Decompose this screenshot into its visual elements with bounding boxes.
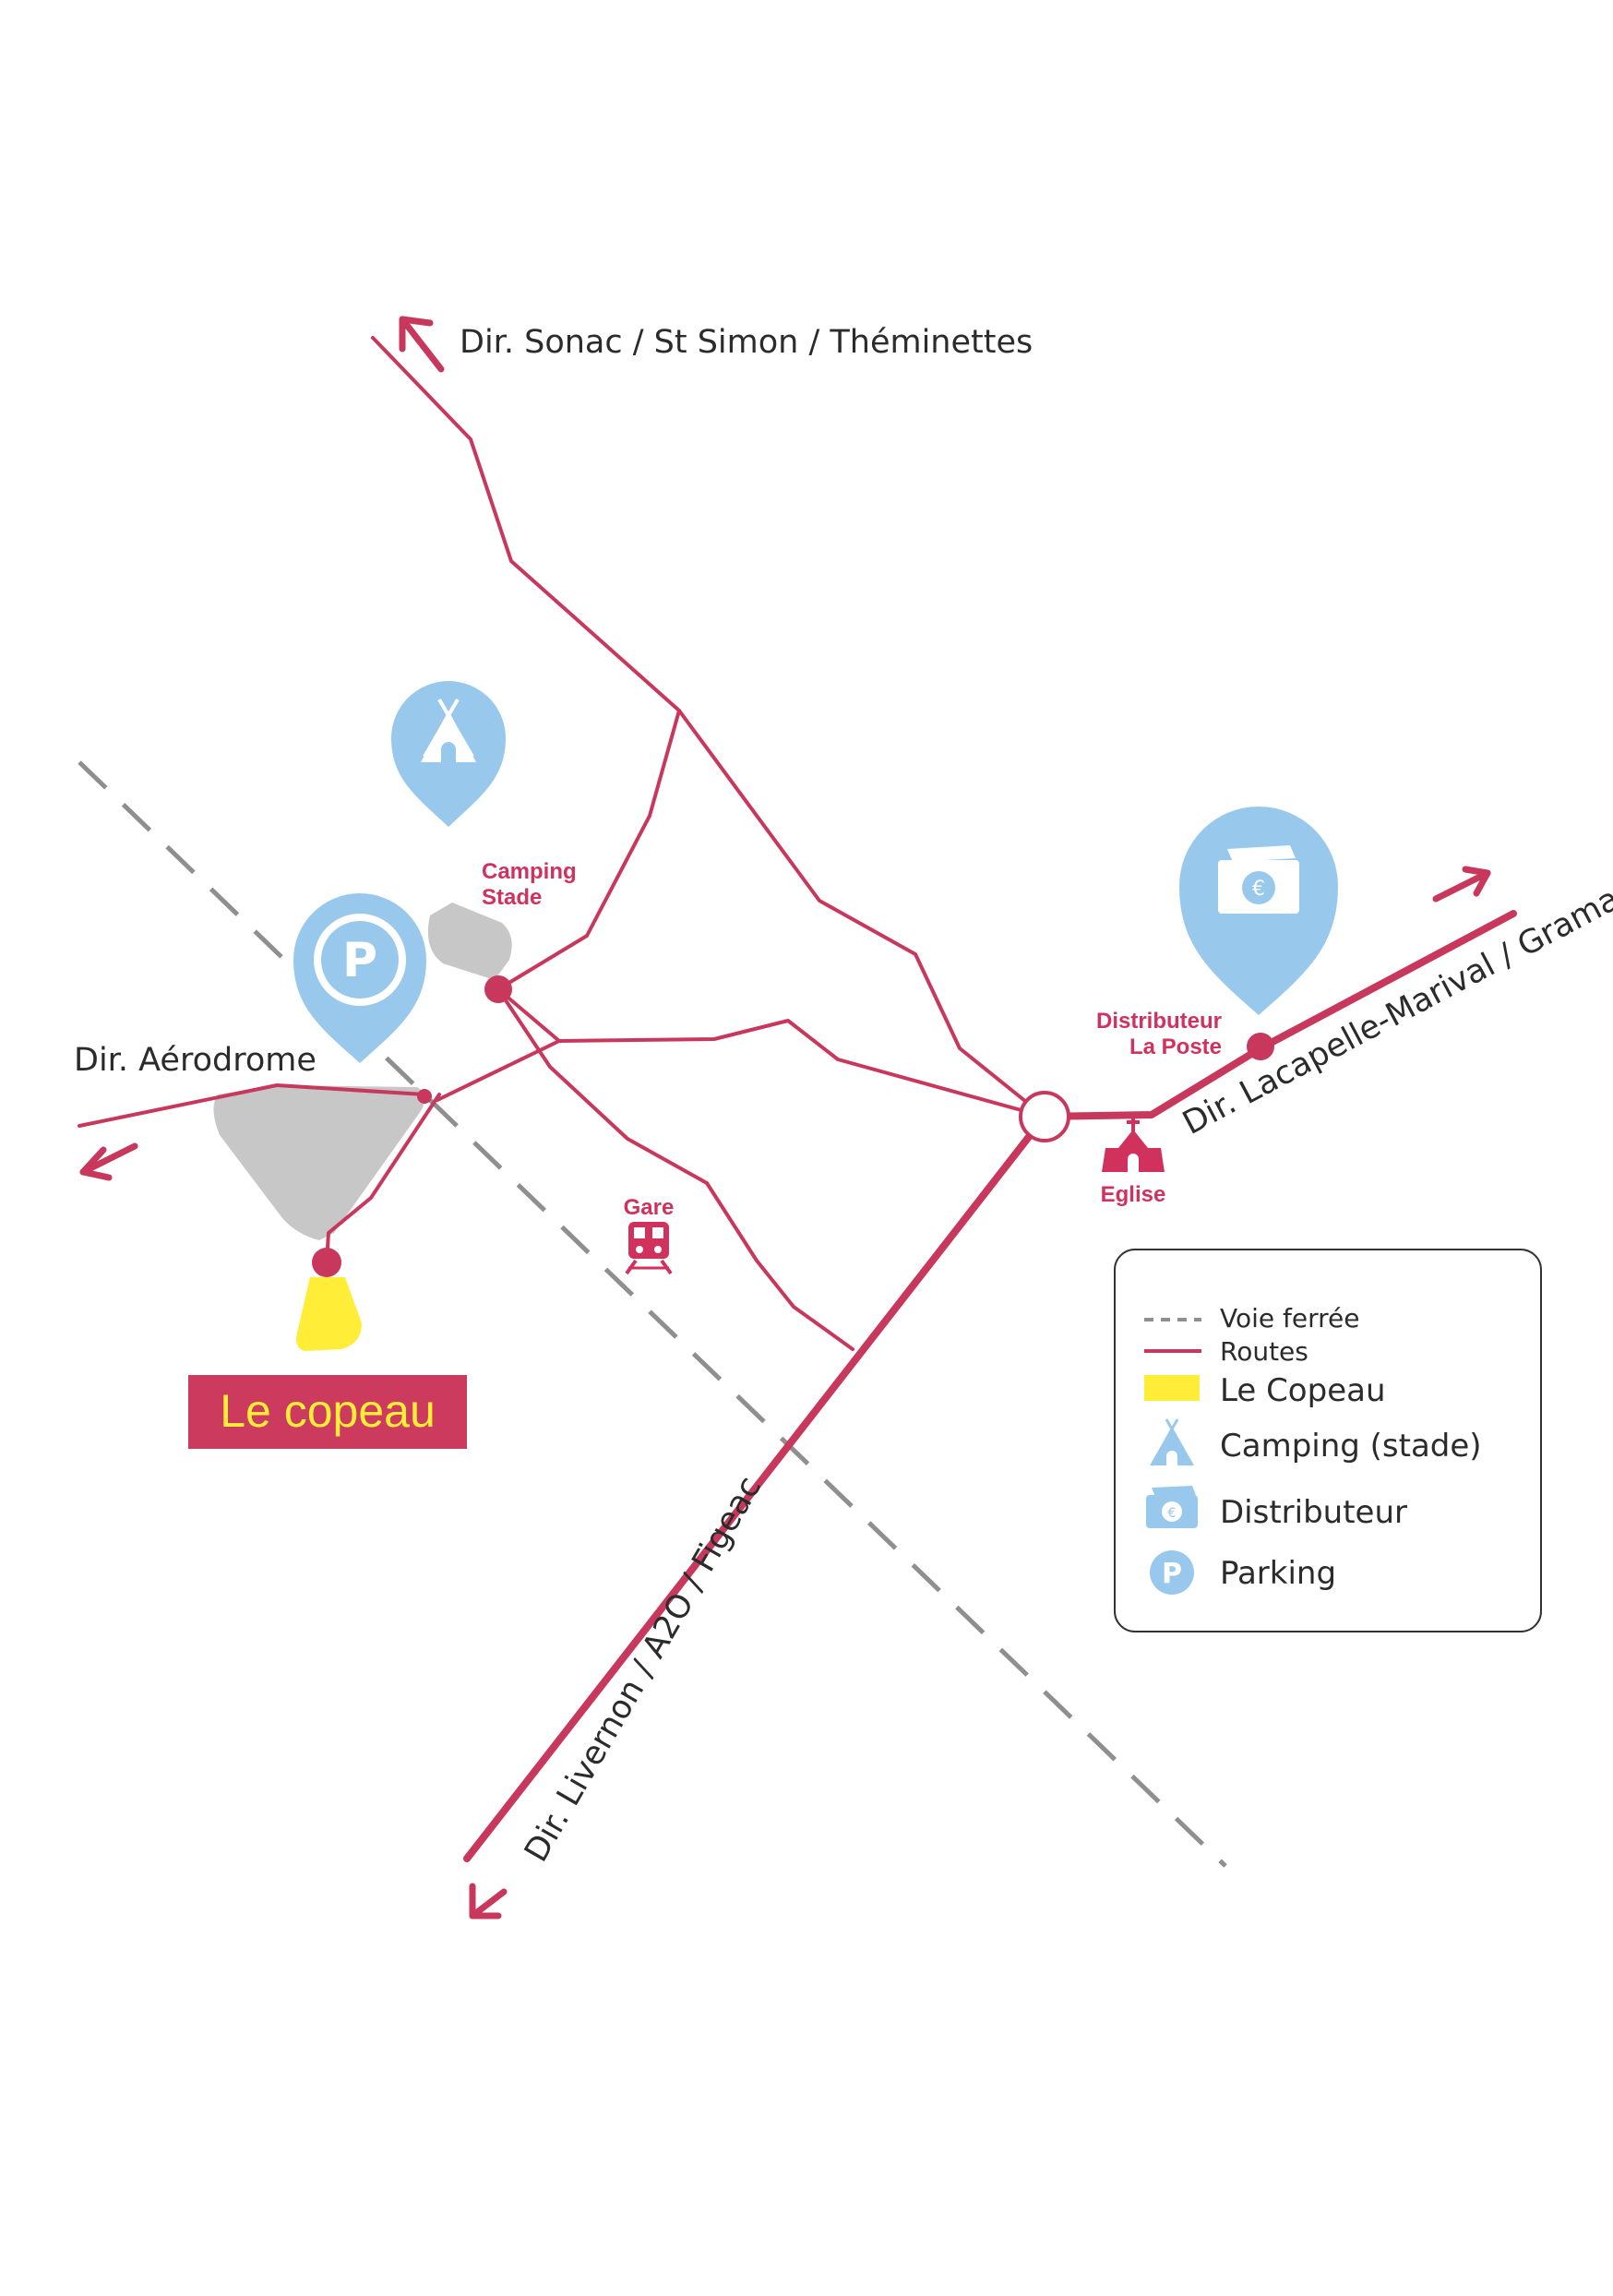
camping-area [427, 903, 512, 980]
svg-text:P: P [1162, 1558, 1182, 1590]
parking-pin: P [293, 893, 426, 1063]
venue-brand-box [188, 1375, 467, 1449]
arrow-north-icon [399, 316, 445, 373]
church-icon [1102, 1117, 1165, 1172]
venue-brand-text: Le copeau [220, 1385, 436, 1437]
road-north [371, 336, 1046, 1118]
road-venue-link [325, 1093, 441, 1264]
legend-label-copeau: Le Copeau [1220, 1372, 1386, 1409]
legend-label-routes: Routes [1220, 1336, 1308, 1367]
roundabout [1019, 1091, 1070, 1142]
node-distributeur [1247, 1033, 1274, 1060]
label-eglise: Eglise [1101, 1182, 1166, 1207]
railway-line [78, 760, 1227, 1868]
legend-tent-icon [1150, 1418, 1194, 1466]
legend: Voie ferrée Routes Le Copeau Camping (st… [1114, 1249, 1542, 1632]
road-south [463, 1113, 1048, 1862]
parking-icon: P [314, 914, 406, 1006]
banknote-icon: € [1218, 845, 1299, 914]
road-aerodrome [78, 1083, 426, 1128]
road-station-diagonal [496, 987, 854, 1351]
node-venue [312, 1248, 341, 1277]
parking-area [213, 1085, 425, 1240]
label-dir-north: Dir. Sonac / St Simon / Théminettes [460, 324, 1033, 361]
camping-pin [391, 681, 506, 827]
node-camping-junction [484, 975, 512, 1003]
label-stade: Stade [482, 885, 542, 910]
distributeur-pin: € [1179, 807, 1338, 1015]
label-gare: Gare [624, 1195, 675, 1220]
direction-arrows [79, 316, 1491, 1919]
svg-text:P: P [342, 933, 377, 988]
road-network [78, 336, 1517, 1862]
arrow-south-icon [469, 1883, 508, 1919]
road-west-link [436, 1039, 561, 1102]
legend-label-railway: Voie ferrée [1220, 1303, 1359, 1333]
label-dir-west: Dir. Aérodrome [74, 1042, 317, 1079]
venue-marker [296, 1277, 362, 1351]
label-distributeur: Distributeur [1096, 1009, 1222, 1034]
node-aerodrome-junction [417, 1089, 432, 1104]
label-la-poste: La Poste [1129, 1034, 1222, 1059]
train-icon [625, 1222, 673, 1275]
arrow-west-icon [79, 1142, 138, 1181]
legend-label-parking: Parking [1220, 1555, 1336, 1592]
label-dir-south: Dir. Livernon / A2O / Figeac [518, 1470, 769, 1868]
tent-icon [421, 698, 476, 762]
legend-label-camping: Camping (stade) [1220, 1428, 1482, 1465]
road-camping-branch [496, 709, 681, 991]
yellow-swatch-icon [1144, 1375, 1200, 1401]
legend-box [1114, 1249, 1542, 1632]
road-middle [496, 987, 1046, 1118]
label-camping: Camping [482, 859, 577, 884]
legend-banknote-icon: € [1146, 1486, 1198, 1528]
svg-text:€: € [1252, 878, 1265, 901]
svg-text:€: € [1168, 1506, 1177, 1521]
legend-parking-icon: P [1150, 1550, 1194, 1595]
legend-label-distributeur: Distributeur [1220, 1494, 1407, 1531]
road-east [1041, 910, 1517, 1120]
arrow-east-icon [1432, 866, 1491, 903]
